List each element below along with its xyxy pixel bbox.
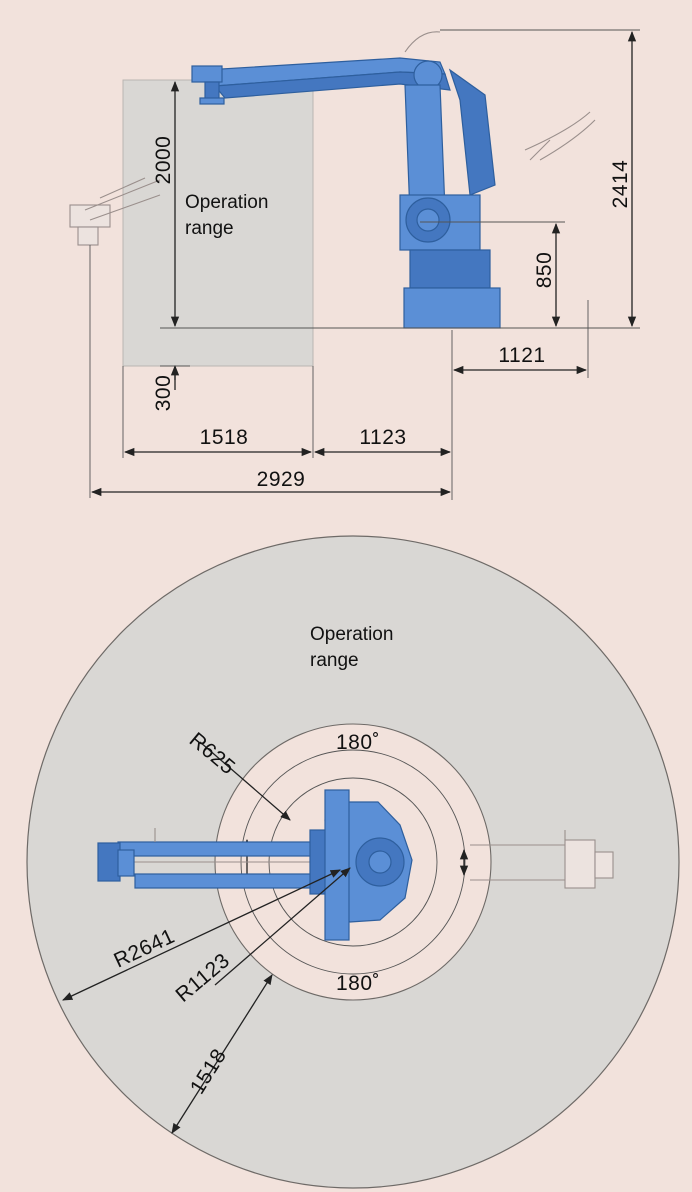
angle-label-top: 180˚ [336,731,380,754]
angle-label-bottom: 180˚ [336,972,380,995]
dim-label-850: 850 [533,252,556,289]
top-operation-range-label-2: range [310,650,359,671]
dim-label-2414: 2414 [609,160,632,209]
leader-r625 [199,741,291,821]
leader-r2641 [62,869,341,1001]
top-operation-range-label-1: Operation [310,624,393,645]
dim-label-1518-side: 1518 [200,426,249,449]
dim-label-300: 300 [152,375,175,412]
dim-label-2929: 2929 [257,468,306,491]
dim-label-1123-side: 1123 [359,426,406,449]
side-operation-range-label-2: range [185,218,234,239]
ghost-robot-right [404,31,596,161]
side-operation-range-area [122,79,314,367]
robot-side-view [191,57,501,329]
ghost-robot-left [69,177,161,246]
side-operation-range-label-1: Operation [185,192,268,213]
dim-label-2000: 2000 [152,136,175,185]
top-view: Operation range 180˚ 180˚ [26,535,680,1189]
ghost-robot-top-right [470,830,614,889]
side-view: 2000 300 Operation range 2414 850 1121 1… [69,29,640,500]
dim-label-1121: 1121 [498,344,545,367]
dim-line-1518-top [171,974,273,1134]
